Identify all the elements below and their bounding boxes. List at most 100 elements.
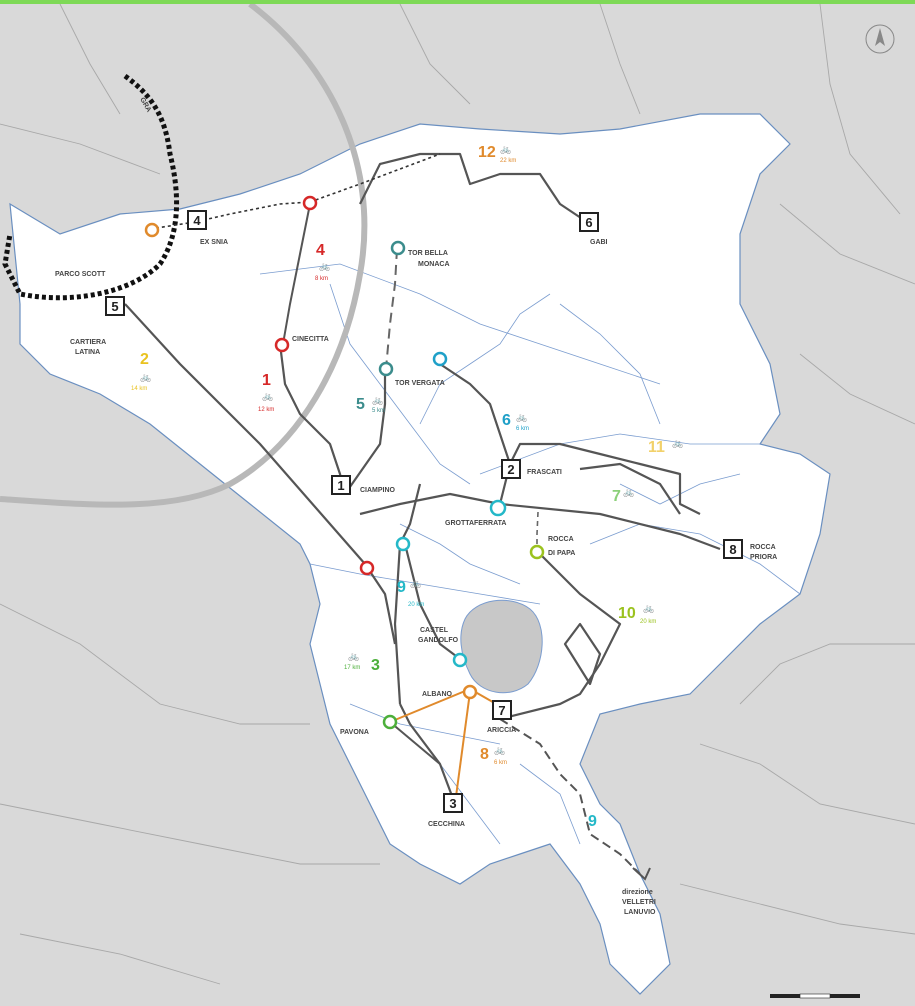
route-km-6: 6 km	[516, 426, 529, 432]
route-label-4: 4 🚲 8 km	[315, 242, 330, 282]
route-labels: 1 🚲 12 km 2 🚲 14 km 🚲 17 km 3 4 🚲 8 km 5…	[131, 144, 683, 830]
node-label-4: 4	[193, 213, 201, 228]
station-tor-vergata	[378, 361, 394, 377]
node-label-5: 5	[111, 299, 118, 314]
station-ex-snia	[144, 222, 160, 238]
bicycle-icon: 🚲	[262, 392, 273, 402]
bicycle-icon: 🚲	[672, 439, 683, 449]
node-label-2: 2	[507, 462, 514, 477]
route-label-10: 10 🚲 20 km	[618, 604, 656, 625]
route-km-8: 6 km	[494, 760, 507, 766]
label-direzione: direzione	[622, 889, 653, 896]
bicycle-icon: 🚲	[623, 488, 634, 498]
route-km-10: 20 km	[640, 619, 656, 625]
station-university	[432, 351, 448, 367]
label-tor-vergata: TOR VERGATA	[395, 380, 445, 387]
label-albano: ALBANO	[422, 691, 452, 698]
route-label-3: 🚲 17 km 3	[344, 652, 380, 674]
label-rocca-priora-1: ROCCA	[750, 544, 776, 551]
label-velletri: VELLETRI	[622, 899, 656, 906]
scale-bar-icon	[770, 993, 860, 999]
node-box-5: 5	[105, 296, 125, 316]
station-tor-bella-monaca	[390, 240, 406, 256]
route-km-3: 17 km	[344, 665, 360, 671]
bicycle-icon: 🚲	[372, 396, 383, 406]
label-cinecitta: CINECITTA	[292, 336, 329, 343]
route-label-5: 5 🚲 5 km	[356, 396, 385, 414]
bicycle-icon: 🚲	[494, 746, 505, 756]
gray-routes	[124, 152, 721, 805]
route-number-2: 2	[140, 351, 149, 368]
route-number-12: 12	[478, 144, 496, 161]
road-network	[0, 4, 915, 985]
node-box-1: 1	[331, 475, 351, 495]
station-grottaferrata	[489, 499, 507, 517]
route-km-4: 8 km	[315, 276, 328, 282]
route-km-2: 14 km	[131, 386, 147, 392]
bicycle-icon: 🚲	[410, 579, 421, 589]
route-label-1: 1 🚲 12 km	[258, 372, 274, 413]
route-number-5: 5	[356, 396, 365, 413]
lake-albano	[460, 599, 543, 694]
node-label-6: 6	[585, 215, 592, 230]
label-castel: CASTEL	[420, 627, 449, 634]
route-km-9: 20 km	[408, 602, 424, 608]
node-label-1: 1	[337, 478, 344, 493]
route-number-4: 4	[316, 242, 325, 259]
label-priora: PRIORA	[750, 554, 777, 561]
study-area	[9, 113, 831, 995]
label-gandolfo: GANDOLFO	[418, 637, 459, 644]
route-km-1: 12 km	[258, 407, 274, 413]
label-ciampino: CIAMPINO	[360, 487, 396, 494]
label-cartiera: CARTIERA	[70, 339, 106, 346]
label-monaca: MONACA	[418, 261, 450, 268]
route-label-12: 12 🚲 22 km	[478, 144, 516, 164]
node-boxes: 4 5 6 1 2 8 7 3	[105, 210, 743, 813]
route-number-9b: 9	[588, 813, 597, 830]
node-box-7: 7	[492, 700, 512, 720]
station-ciampino-sud	[395, 536, 411, 552]
label-ex-snia: EX SNIA	[200, 239, 228, 246]
route-label-2: 2 🚲 14 km	[131, 351, 151, 392]
gra-ring	[2, 73, 179, 301]
station-ponte	[302, 195, 318, 211]
label-ariccia: ARICCIA	[487, 727, 516, 734]
route-label-9b: 9	[588, 813, 597, 830]
node-label-8: 8	[729, 542, 736, 557]
route-number-3: 3	[371, 657, 380, 674]
label-di-papa: DI PAPA	[548, 550, 575, 557]
label-frascati: FRASCATI	[527, 469, 562, 476]
station-albano	[462, 684, 478, 700]
bicycle-icon: 🚲	[140, 373, 151, 383]
bicycle-icon: 🚲	[500, 145, 511, 155]
route-km-5: 5 km	[372, 408, 385, 414]
label-gabi: GABI	[590, 239, 608, 246]
route-label-7: 7 🚲	[612, 488, 634, 505]
route-number-9: 9	[397, 579, 406, 596]
node-label-7: 7	[498, 703, 505, 718]
route-number-8: 8	[480, 746, 489, 763]
route-number-11: 11	[648, 439, 665, 456]
node-box-8: 8	[723, 539, 743, 559]
route-label-6: 6 🚲 6 km	[502, 412, 529, 432]
node-box-6: 6	[579, 212, 599, 232]
place-labels: GRA EX SNIA PARCO SCOTT CARTIERA LATINA …	[55, 97, 777, 917]
route-label-8: 8 🚲 6 km	[480, 746, 507, 766]
label-parco-scott: PARCO SCOTT	[55, 271, 106, 278]
node-box-2: 2	[501, 459, 521, 479]
station-santa-maria	[359, 560, 375, 576]
station-castel-gandolfo	[452, 652, 468, 668]
bicycle-icon: 🚲	[643, 604, 654, 614]
route-number-10: 10	[618, 605, 636, 622]
station-cinecitta	[274, 337, 290, 353]
dashed-links	[149, 153, 651, 881]
north-arrow-icon	[865, 24, 895, 54]
route-map: 4 5 6 1 2 8 7 3 GRA EX SNIA PARCO SCOTT …	[0, 4, 915, 1006]
bicycle-icon: 🚲	[348, 652, 359, 662]
label-lanuvio: LANUVIO	[624, 909, 656, 916]
label-latina: LATINA	[75, 349, 100, 356]
node-label-3: 3	[449, 796, 456, 811]
rome-ring-road	[0, 4, 368, 508]
station-pavona	[382, 714, 398, 730]
